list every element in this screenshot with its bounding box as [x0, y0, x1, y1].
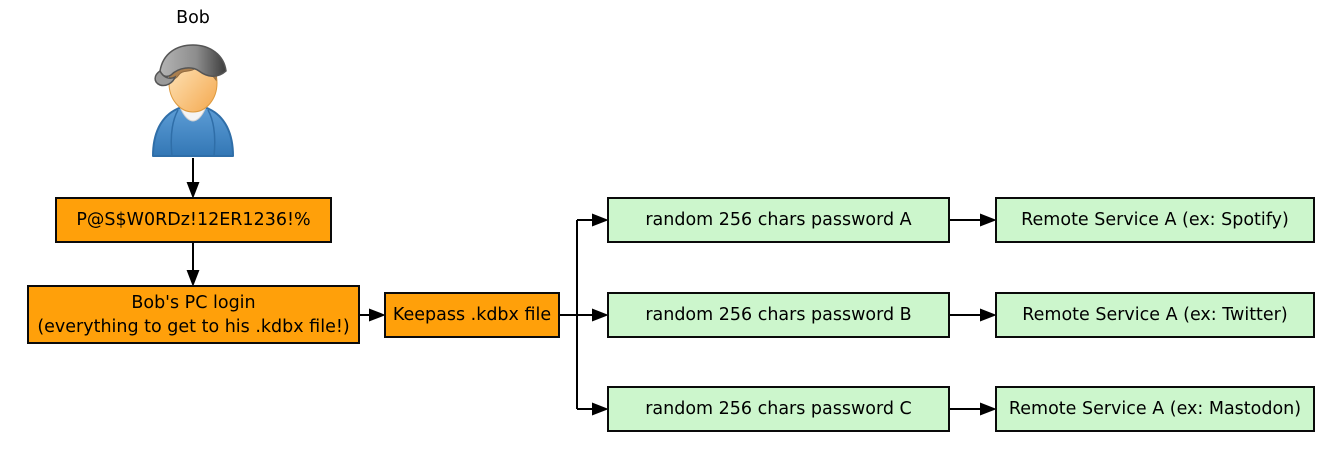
service-twitter-label: Remote Service A (ex: Twitter): [1022, 305, 1288, 325]
service-spotify-label: Remote Service A (ex: Spotify): [1021, 210, 1289, 230]
edge-bob-to-master-password: [186, 158, 200, 199]
service-mastodon-label: Remote Service A (ex: Mastodon): [1008, 399, 1302, 419]
edge-password-b-to-service-b: [950, 308, 997, 322]
pc-login-line1: Bob's PC login: [131, 292, 256, 313]
node-service-twitter: Remote Service A (ex: Twitter): [995, 292, 1315, 338]
node-service-spotify: Remote Service A (ex: Spotify): [995, 197, 1315, 243]
node-service-mastodon: Remote Service A (ex: Mastodon): [995, 386, 1315, 432]
node-password-b: random 256 chars password B: [607, 292, 950, 338]
edge-password-a-to-service-a: [950, 213, 997, 227]
edge-keepass-to-password-a: [577, 213, 609, 227]
node-master-password: P@S$W0RDz!12ER1236!%: [55, 197, 332, 243]
edge-keepass-to-password-b: [577, 308, 609, 322]
edge-password-c-to-service-c: [950, 402, 997, 416]
node-keepass-file: Keepass .kdbx file: [384, 292, 560, 338]
node-password-a: random 256 chars password A: [607, 197, 950, 243]
password-b-label: random 256 chars password B: [645, 305, 912, 325]
password-a-label: random 256 chars password A: [645, 210, 912, 230]
edge-pc-login-to-keepass: [360, 308, 386, 322]
node-pc-login: Bob's PC login (everything to get to his…: [27, 285, 360, 344]
hood-seam-left: [170, 109, 179, 157]
person-icon: [152, 44, 234, 157]
cap: [159, 44, 227, 78]
keepass-file-label: Keepass .kdbx file: [392, 305, 552, 325]
edge-keepass-branch-trunk: [560, 220, 578, 409]
password-c-label: random 256 chars password C: [645, 399, 912, 419]
edge-master-password-to-pc-login: [186, 243, 200, 287]
edge-keepass-to-password-c: [577, 402, 609, 416]
master-password-label: P@S$W0RDz!12ER1236!%: [76, 210, 311, 230]
node-password-c: random 256 chars password C: [607, 386, 950, 432]
hood-seam-right: [207, 109, 216, 157]
cap-brim: [154, 69, 177, 87]
pc-login-line2: (everything to get to his .kdbx file!): [37, 316, 350, 337]
actor-bob-label: Bob: [176, 8, 210, 28]
